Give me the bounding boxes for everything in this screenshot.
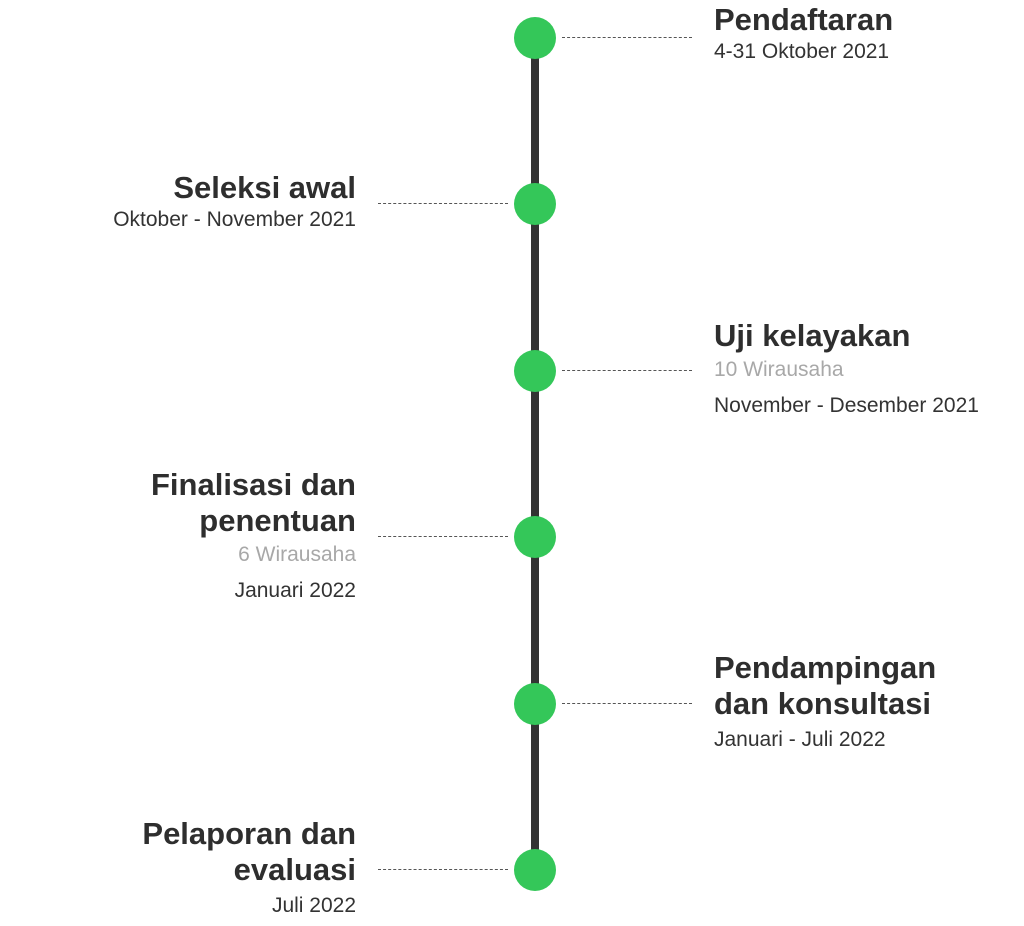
step-date: Januari - Juli 2022 xyxy=(714,728,886,751)
timeline-item-uji-kelayakan: Uji kelayakan 10 Wirausaha November - De… xyxy=(714,318,979,418)
timeline-item-pendaftaran: Pendaftaran 4-31 Oktober 2021 xyxy=(714,2,893,64)
timeline-item-pendampingan: Pendampingan dan konsultasi Januari - Ju… xyxy=(714,650,936,752)
step-title: Uji kelayakan xyxy=(714,318,911,353)
step-date: Oktober - November 2021 xyxy=(113,208,356,231)
step-note: 10 Wirausaha xyxy=(714,358,844,381)
step-date: Januari 2022 xyxy=(234,579,356,602)
step-date: Juli 2022 xyxy=(271,894,356,917)
step-title: Pendaftaran xyxy=(714,2,894,37)
connector-finalisasi xyxy=(378,536,508,537)
timeline-dot-pelaporan xyxy=(514,849,556,891)
connector-seleksi-awal xyxy=(378,203,508,204)
step-note: 6 Wirausaha xyxy=(238,543,356,566)
timeline-line xyxy=(531,38,539,870)
connector-pelaporan xyxy=(378,869,508,870)
connector-uji-kelayakan xyxy=(562,370,692,371)
step-title: Pendampingan dan konsultasi xyxy=(714,650,937,721)
step-date: 4-31 Oktober 2021 xyxy=(714,40,890,63)
step-title: Seleksi awal xyxy=(173,170,356,205)
step-title: Pelaporan dan evaluasi xyxy=(142,816,356,887)
connector-pendaftaran xyxy=(562,37,692,38)
timeline-item-finalisasi: Finalisasi dan penentuan 6 Wirausaha Jan… xyxy=(151,467,356,603)
timeline-item-pelaporan: Pelaporan dan evaluasi Juli 2022 xyxy=(142,816,356,918)
timeline-dot-pendaftaran xyxy=(514,17,556,59)
step-date: November - Desember 2021 xyxy=(714,394,979,417)
timeline-dot-uji-kelayakan xyxy=(514,350,556,392)
timeline-dot-finalisasi xyxy=(514,516,556,558)
timeline-dot-pendampingan xyxy=(514,683,556,725)
connector-pendampingan xyxy=(562,703,692,704)
step-title: Finalisasi dan penentuan xyxy=(150,467,356,538)
timeline-item-seleksi-awal: Seleksi awal Oktober - November 2021 xyxy=(113,170,356,232)
timeline-dot-seleksi-awal xyxy=(514,183,556,225)
